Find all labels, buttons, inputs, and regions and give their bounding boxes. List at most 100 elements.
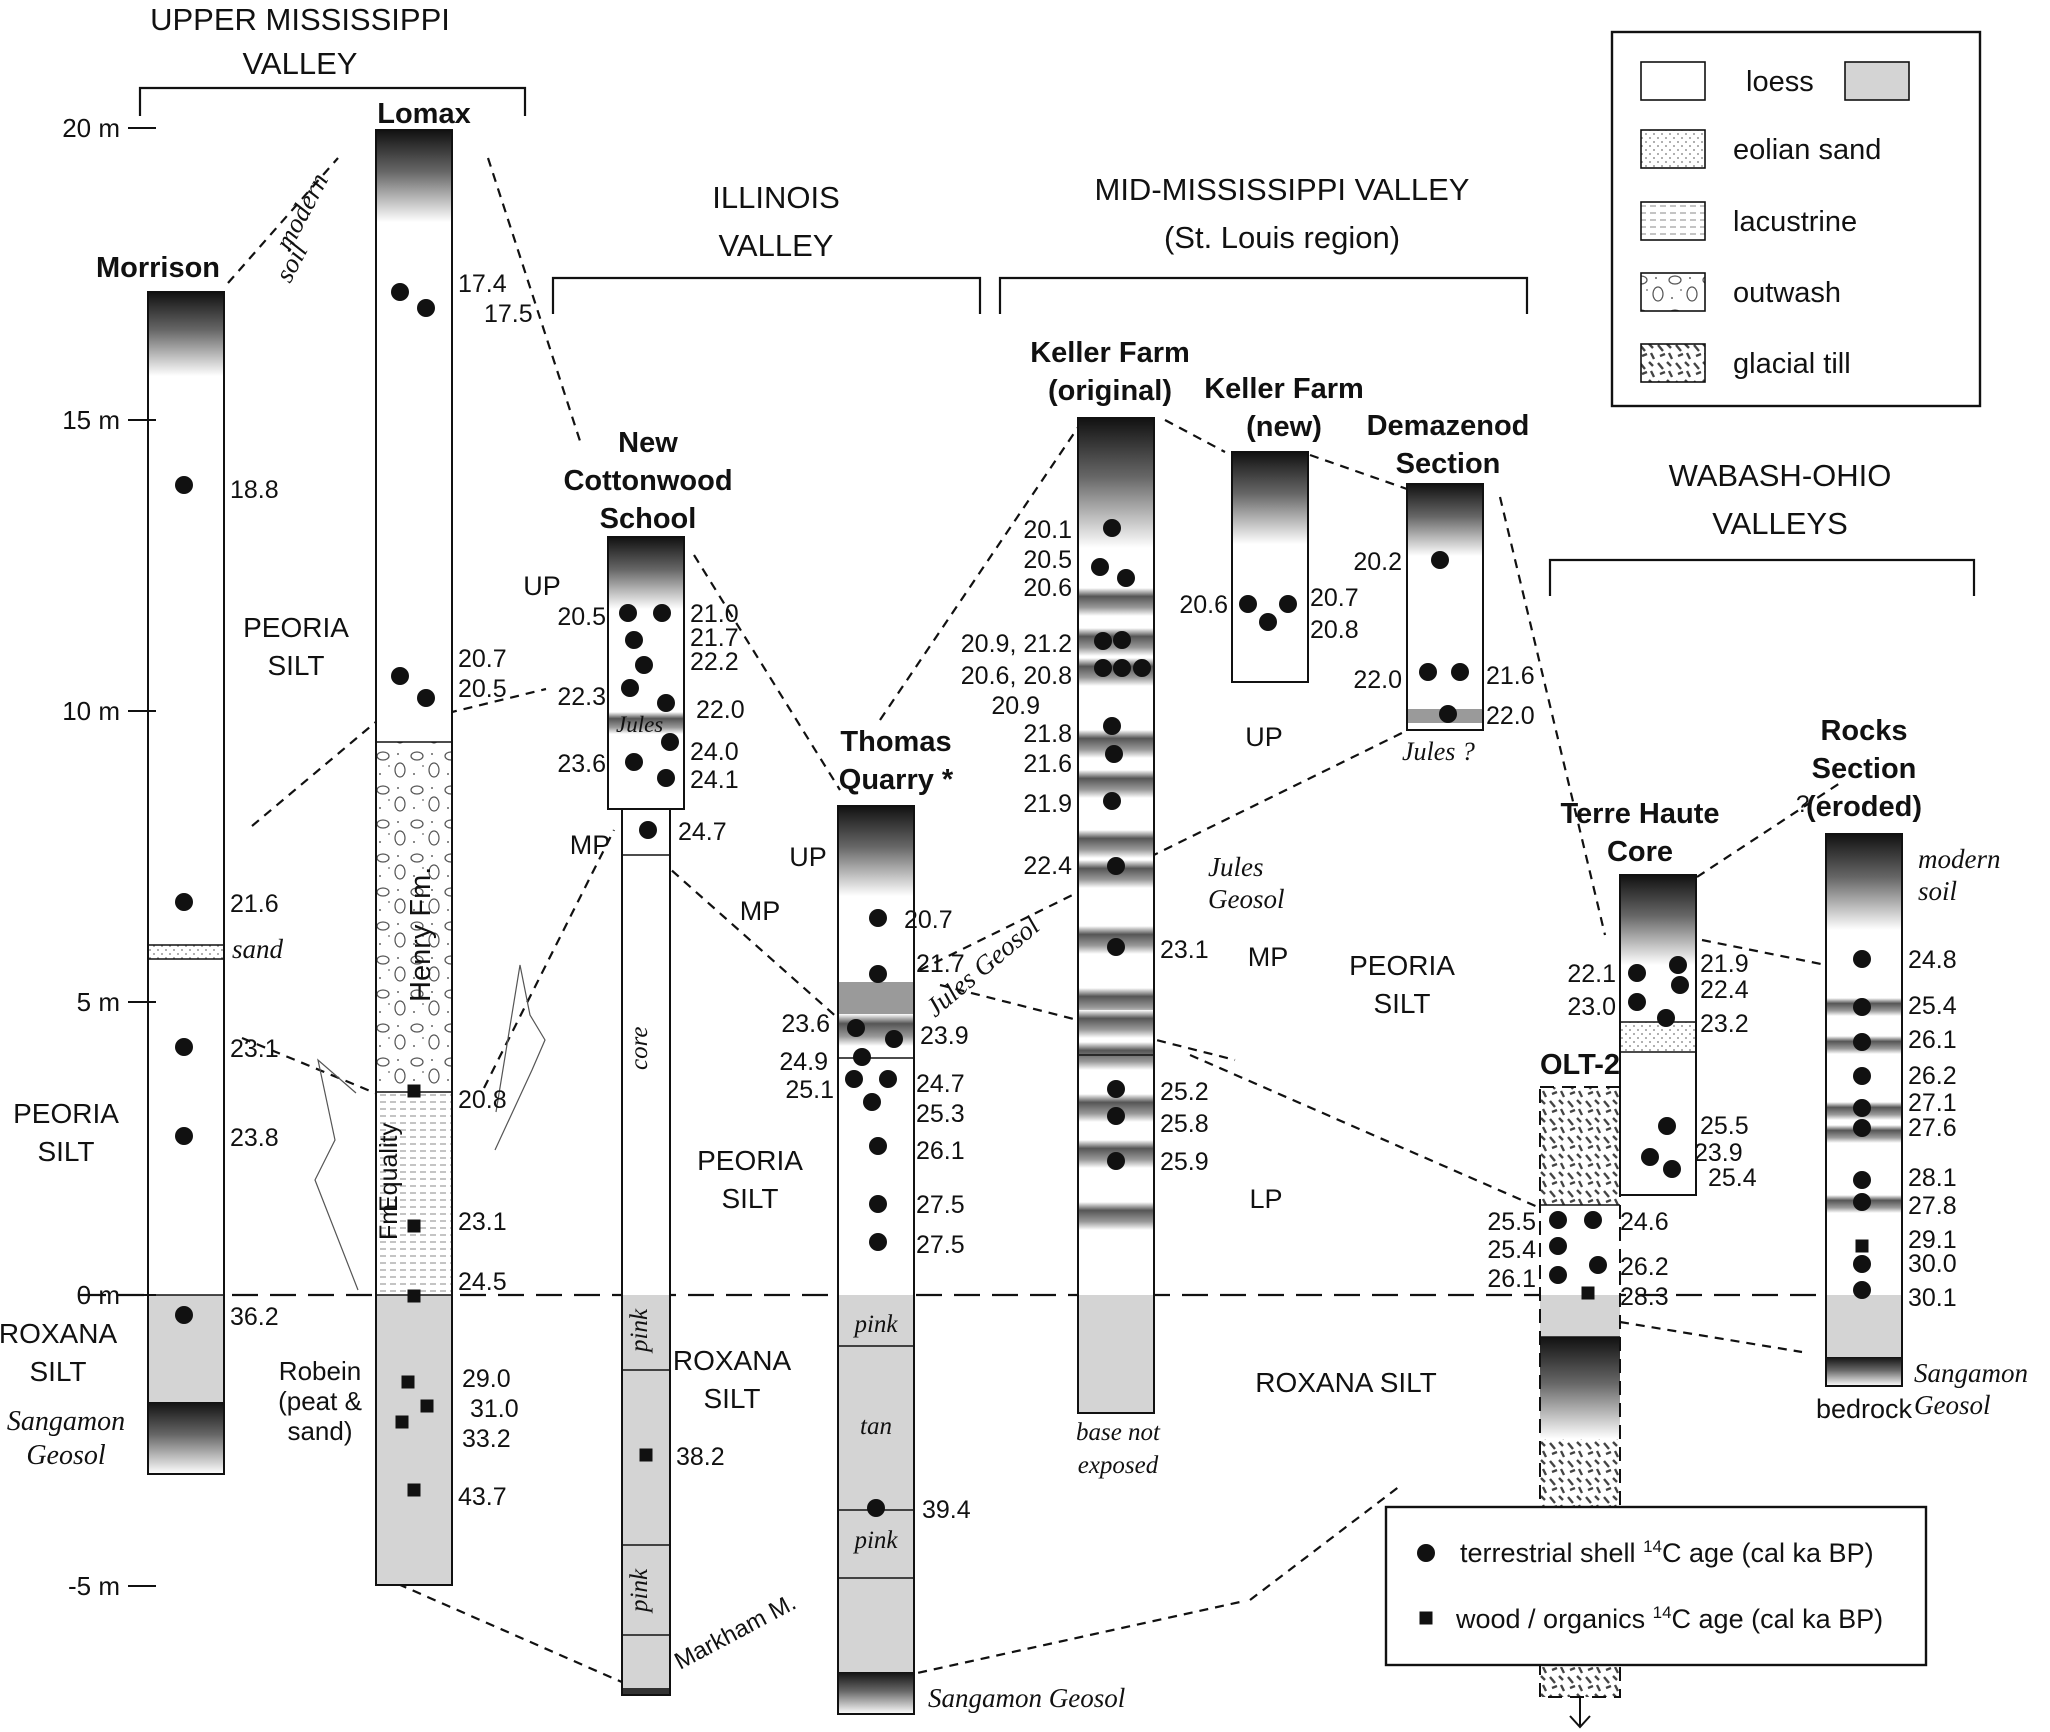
age-value: 28.3 xyxy=(1620,1283,1669,1311)
age-value: 20.1 xyxy=(1023,516,1072,544)
mid-mississippi-bracket xyxy=(998,276,1529,314)
age-value: 24.9 xyxy=(779,1048,828,1076)
unit-label: PEORIA xyxy=(1349,950,1455,981)
age-value: 24.6 xyxy=(1620,1208,1669,1236)
legend-swatch xyxy=(1640,272,1706,312)
shell-age-dot xyxy=(1584,1211,1602,1229)
shell-age-dot xyxy=(1107,1152,1125,1170)
shell-age-dot xyxy=(1105,745,1123,763)
shell-age-dot xyxy=(625,631,643,649)
legend-swatch xyxy=(1640,129,1706,169)
shell-age-dot xyxy=(1853,950,1871,968)
unit-label: ? xyxy=(1796,791,1809,818)
age-value: 22.4 xyxy=(1700,976,1749,1004)
age-value: 20.6 xyxy=(1179,591,1228,619)
section-title: Terre Haute xyxy=(1560,798,1719,830)
section-title: Section xyxy=(1812,753,1917,785)
age-value: 21.9 xyxy=(1023,790,1072,818)
modern-soil xyxy=(1232,452,1308,544)
age-value: 22.2 xyxy=(690,648,739,676)
terre-haute-core-column xyxy=(1619,874,1697,1196)
shell-age-dot xyxy=(1589,1256,1607,1274)
facies-tongue xyxy=(494,964,546,1151)
shell-age-dot xyxy=(1658,1117,1676,1135)
shell-age-dot xyxy=(1279,595,1297,613)
unit-label: pink xyxy=(852,1311,898,1338)
age-value: 25.5 xyxy=(1700,1112,1749,1140)
continues-arrowhead xyxy=(1569,1715,1591,1729)
wood-age-square xyxy=(401,1375,415,1389)
age-value: 26.1 xyxy=(1487,1265,1536,1293)
age-value: 18.8 xyxy=(230,476,279,504)
unit-label: soil xyxy=(1918,876,1957,906)
unit-label: base not xyxy=(1076,1419,1161,1446)
weakly-developed-soil-band xyxy=(1078,1010,1154,1038)
wood-age-square xyxy=(639,1448,653,1462)
age-value: 22.1 xyxy=(1567,960,1616,988)
shell-age-dot xyxy=(1259,613,1277,631)
region-title: ILLINOIS xyxy=(712,180,840,215)
shell-age-dot xyxy=(391,667,409,685)
wood-age-square xyxy=(420,1399,434,1413)
facies-tongue xyxy=(314,1058,359,1291)
shell-age-dot xyxy=(1431,551,1449,569)
shell-age-dot xyxy=(175,1127,193,1145)
shell-age-dot xyxy=(1117,569,1135,587)
section-title: (original) xyxy=(1048,375,1172,407)
unit-label: Jules ? xyxy=(1402,737,1475,766)
shell-age-dot xyxy=(391,283,409,301)
shell-age-dot xyxy=(1628,993,1646,1011)
unit-label: Sangamon xyxy=(7,1406,125,1437)
unit-label: Robein xyxy=(279,1356,361,1386)
age-value: 25.1 xyxy=(785,1076,834,1104)
modern-soil xyxy=(376,130,452,222)
age-value: 20.9 xyxy=(991,692,1040,720)
age-value: 24.1 xyxy=(690,766,739,794)
age-value: 25.5 xyxy=(1487,1208,1536,1236)
shell-age-dot xyxy=(1239,595,1257,613)
legend-label: terrestrial shell 14C age (cal ka BP) xyxy=(1460,1537,1874,1568)
correlation-line xyxy=(483,829,615,1089)
age-value: 23.9 xyxy=(1694,1139,1743,1167)
region-title: MID-MISSISSIPPI VALLEY xyxy=(1095,172,1470,207)
unit-label: PEORIA xyxy=(697,1145,803,1176)
section-title: (eroded) xyxy=(1806,791,1922,823)
jules-geosol xyxy=(608,712,684,734)
unit-label: SILT xyxy=(267,650,324,681)
age-value: 30.1 xyxy=(1908,1284,1957,1312)
eolian-sand-layer xyxy=(148,945,224,959)
correlation-line xyxy=(227,157,339,284)
shell-age-dot xyxy=(1107,1107,1125,1125)
unit-label: Geosol xyxy=(1914,1390,1991,1420)
age-value: 43.7 xyxy=(458,1483,507,1511)
shell-age-dot xyxy=(885,1030,903,1048)
shell-age-dot xyxy=(1103,519,1121,537)
correlation-line xyxy=(1619,1320,1803,1354)
unit-label: SILT xyxy=(721,1183,778,1214)
shell-age-dot xyxy=(1439,705,1457,723)
age-value: 25.4 xyxy=(1487,1236,1536,1264)
age-value: 27.6 xyxy=(1908,1114,1957,1142)
jules-geosol xyxy=(838,982,914,1014)
legend-text: C age (cal ka BP) xyxy=(1672,1604,1884,1634)
sangamon-geosol xyxy=(1540,1337,1620,1439)
region-title: VALLEY xyxy=(719,228,834,263)
age-value: 31.0 xyxy=(470,1395,519,1423)
shell-age-dot xyxy=(869,1137,887,1155)
unit-label: modern xyxy=(1918,844,2001,874)
shell-age-dot xyxy=(625,753,643,771)
legend-swatch xyxy=(1640,201,1706,241)
unit-label: ROXANA xyxy=(0,1318,117,1349)
correlation-line xyxy=(1701,938,1827,967)
shell-age-dot xyxy=(1091,558,1109,576)
unit-label: (peat & xyxy=(278,1386,362,1416)
shell-age-dot xyxy=(867,1499,885,1517)
shell-age-dot xyxy=(1853,1171,1871,1189)
section-title: Keller Farm xyxy=(1204,373,1364,405)
ncs-core-column xyxy=(621,808,671,1696)
upper-mississippi-bracket xyxy=(138,86,527,116)
section-title: Morrison xyxy=(96,252,220,284)
shell-age-dot xyxy=(1853,1099,1871,1117)
correlation-line xyxy=(486,157,582,442)
